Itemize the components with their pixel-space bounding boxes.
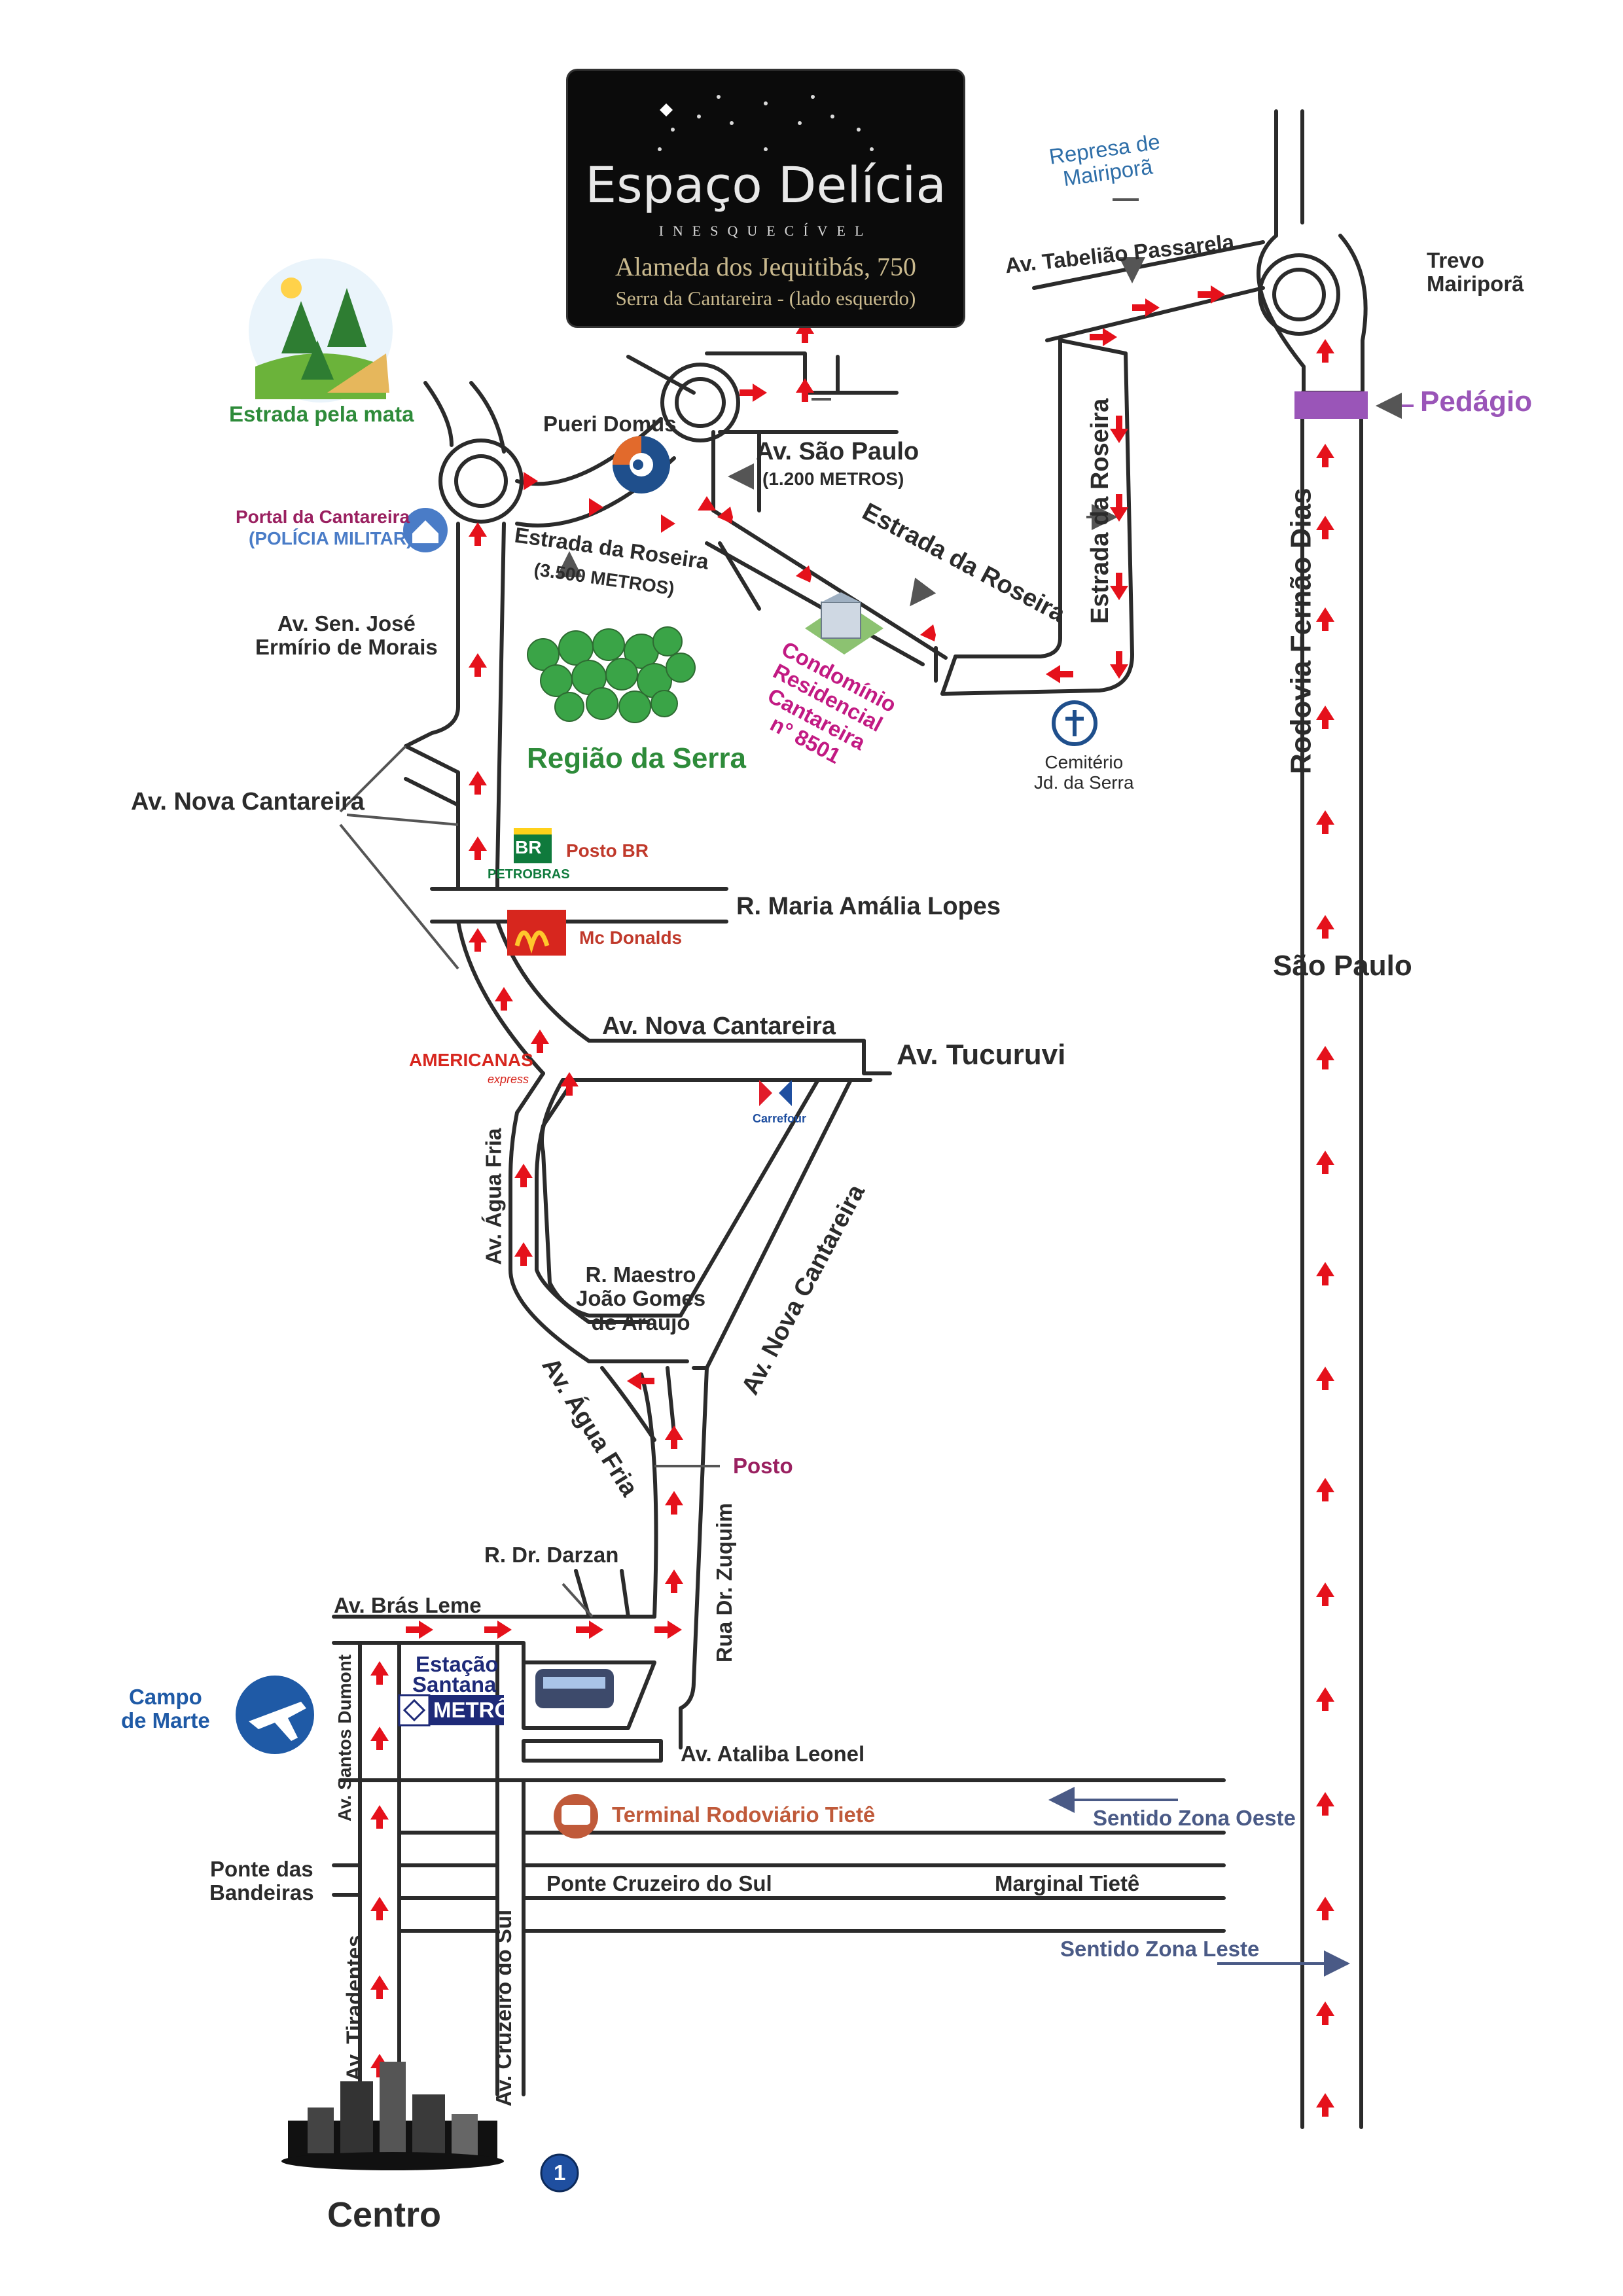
label-maria-amalia: R. Maria Amália Lopes <box>736 893 1001 920</box>
label-carrefour: Carrefour <box>753 1112 807 1125</box>
label-portal: Portal da Cantareira <box>236 507 410 527</box>
label-centro: Centro <box>327 2195 441 2234</box>
venue-name: Espaço Delícia <box>585 156 946 214</box>
label-sao-paulo-dist: (1.200 METROS) <box>762 469 904 489</box>
label-br: BR <box>515 837 542 857</box>
label-tiradentes: Av. Tiradentes <box>342 1935 366 2081</box>
label-posto: Posto <box>733 1454 793 1478</box>
label-darzan: R. Dr. Darzan <box>484 1543 619 1567</box>
label-nova-cantareira-1: Av. Nova Cantareira <box>131 788 365 816</box>
label-trevo: Trevo Mairiporã <box>1427 248 1524 296</box>
label-av-sao-paulo: Av. São Paulo <box>756 438 919 465</box>
label-ponte-bandeiras: Ponte das Bandeiras <box>209 1857 314 1905</box>
venue-address: Alameda dos Jequitibás, 750 <box>615 252 916 281</box>
label-bras-leme: Av. Brás Leme <box>334 1593 482 1617</box>
badge-number: 1 <box>554 2161 566 2185</box>
forest-trees-icon <box>527 626 696 723</box>
label-petrobras: PETROBRAS <box>488 867 570 882</box>
label-santana: Santana <box>412 1672 497 1696</box>
venue-logo: Espaço Delícia INESQUECÍVEL Alameda dos … <box>568 71 963 326</box>
label-posto-br: Posto BR <box>566 840 649 861</box>
label-marginal: Marginal Tietê <box>995 1871 1140 1895</box>
label-metro: METRÔ <box>433 1698 512 1722</box>
label-ataliba: Av. Ataliba Leonel <box>681 1742 865 1766</box>
label-agua-fria-1: Av. Água Fria <box>481 1128 506 1265</box>
label-tucuruvi: Av. Tucuruvi <box>897 1039 1066 1071</box>
label-regiao-serra: Região da Serra <box>527 742 747 774</box>
label-zona-oeste: Sentido Zona Oeste <box>1093 1806 1296 1830</box>
label-terminal: Terminal Rodoviário Tietê <box>612 1803 876 1827</box>
building-icon <box>805 592 883 655</box>
label-estrada-mata: Estrada pela mata <box>229 402 414 426</box>
label-portal-pm: (POLÍCIA MILITAR) <box>249 528 413 548</box>
label-rodovia: Rodovia Fernão Dias <box>1285 488 1317 775</box>
label-ponte-cruzeiro: Ponte Cruzeiro do Sul <box>546 1871 772 1895</box>
label-pueri: Pueri Domus <box>543 412 677 436</box>
label-roseira-3: Estrada da Roseira <box>1086 398 1115 624</box>
label-zona-leste: Sentido Zona Leste <box>1060 1937 1260 1961</box>
label-pedagio: Pedágio <box>1420 386 1533 418</box>
label-estacao: Estação <box>416 1652 499 1676</box>
label-cemiterio: Cemitério Jd. da Serra <box>1034 752 1134 793</box>
label-santos-dumont: Av. Santos Dumont <box>334 1654 355 1821</box>
city-skyline-icon <box>281 2062 504 2170</box>
venue-area: Serra da Cantareira - (lado esquerdo) <box>615 287 916 310</box>
venue-tagline: INESQUECÍVEL <box>658 223 873 239</box>
label-nova-cantareira-2: Av. Nova Cantareira <box>602 1013 836 1040</box>
label-zuquim: Rua Dr. Zuquim <box>711 1503 736 1663</box>
label-sen-jose: Av. Sen. José Ermírio de Morais <box>255 611 438 660</box>
label-americanas-sub: express <box>488 1073 529 1086</box>
label-cruzeiro-sul: Av. Cruzeiro do Sul <box>491 1909 516 2107</box>
forest-icon <box>249 259 393 403</box>
label-campo-marte: Campo de Marte <box>121 1685 210 1733</box>
label-mcdonalds: Mc Donalds <box>579 927 683 948</box>
label-maestro: R. Maestro João Gomes de Araújo <box>576 1263 706 1335</box>
dome-icon <box>658 95 874 151</box>
label-americanas: AMERICANAS <box>409 1050 533 1070</box>
label-sao-paulo: São Paulo <box>1273 950 1412 982</box>
